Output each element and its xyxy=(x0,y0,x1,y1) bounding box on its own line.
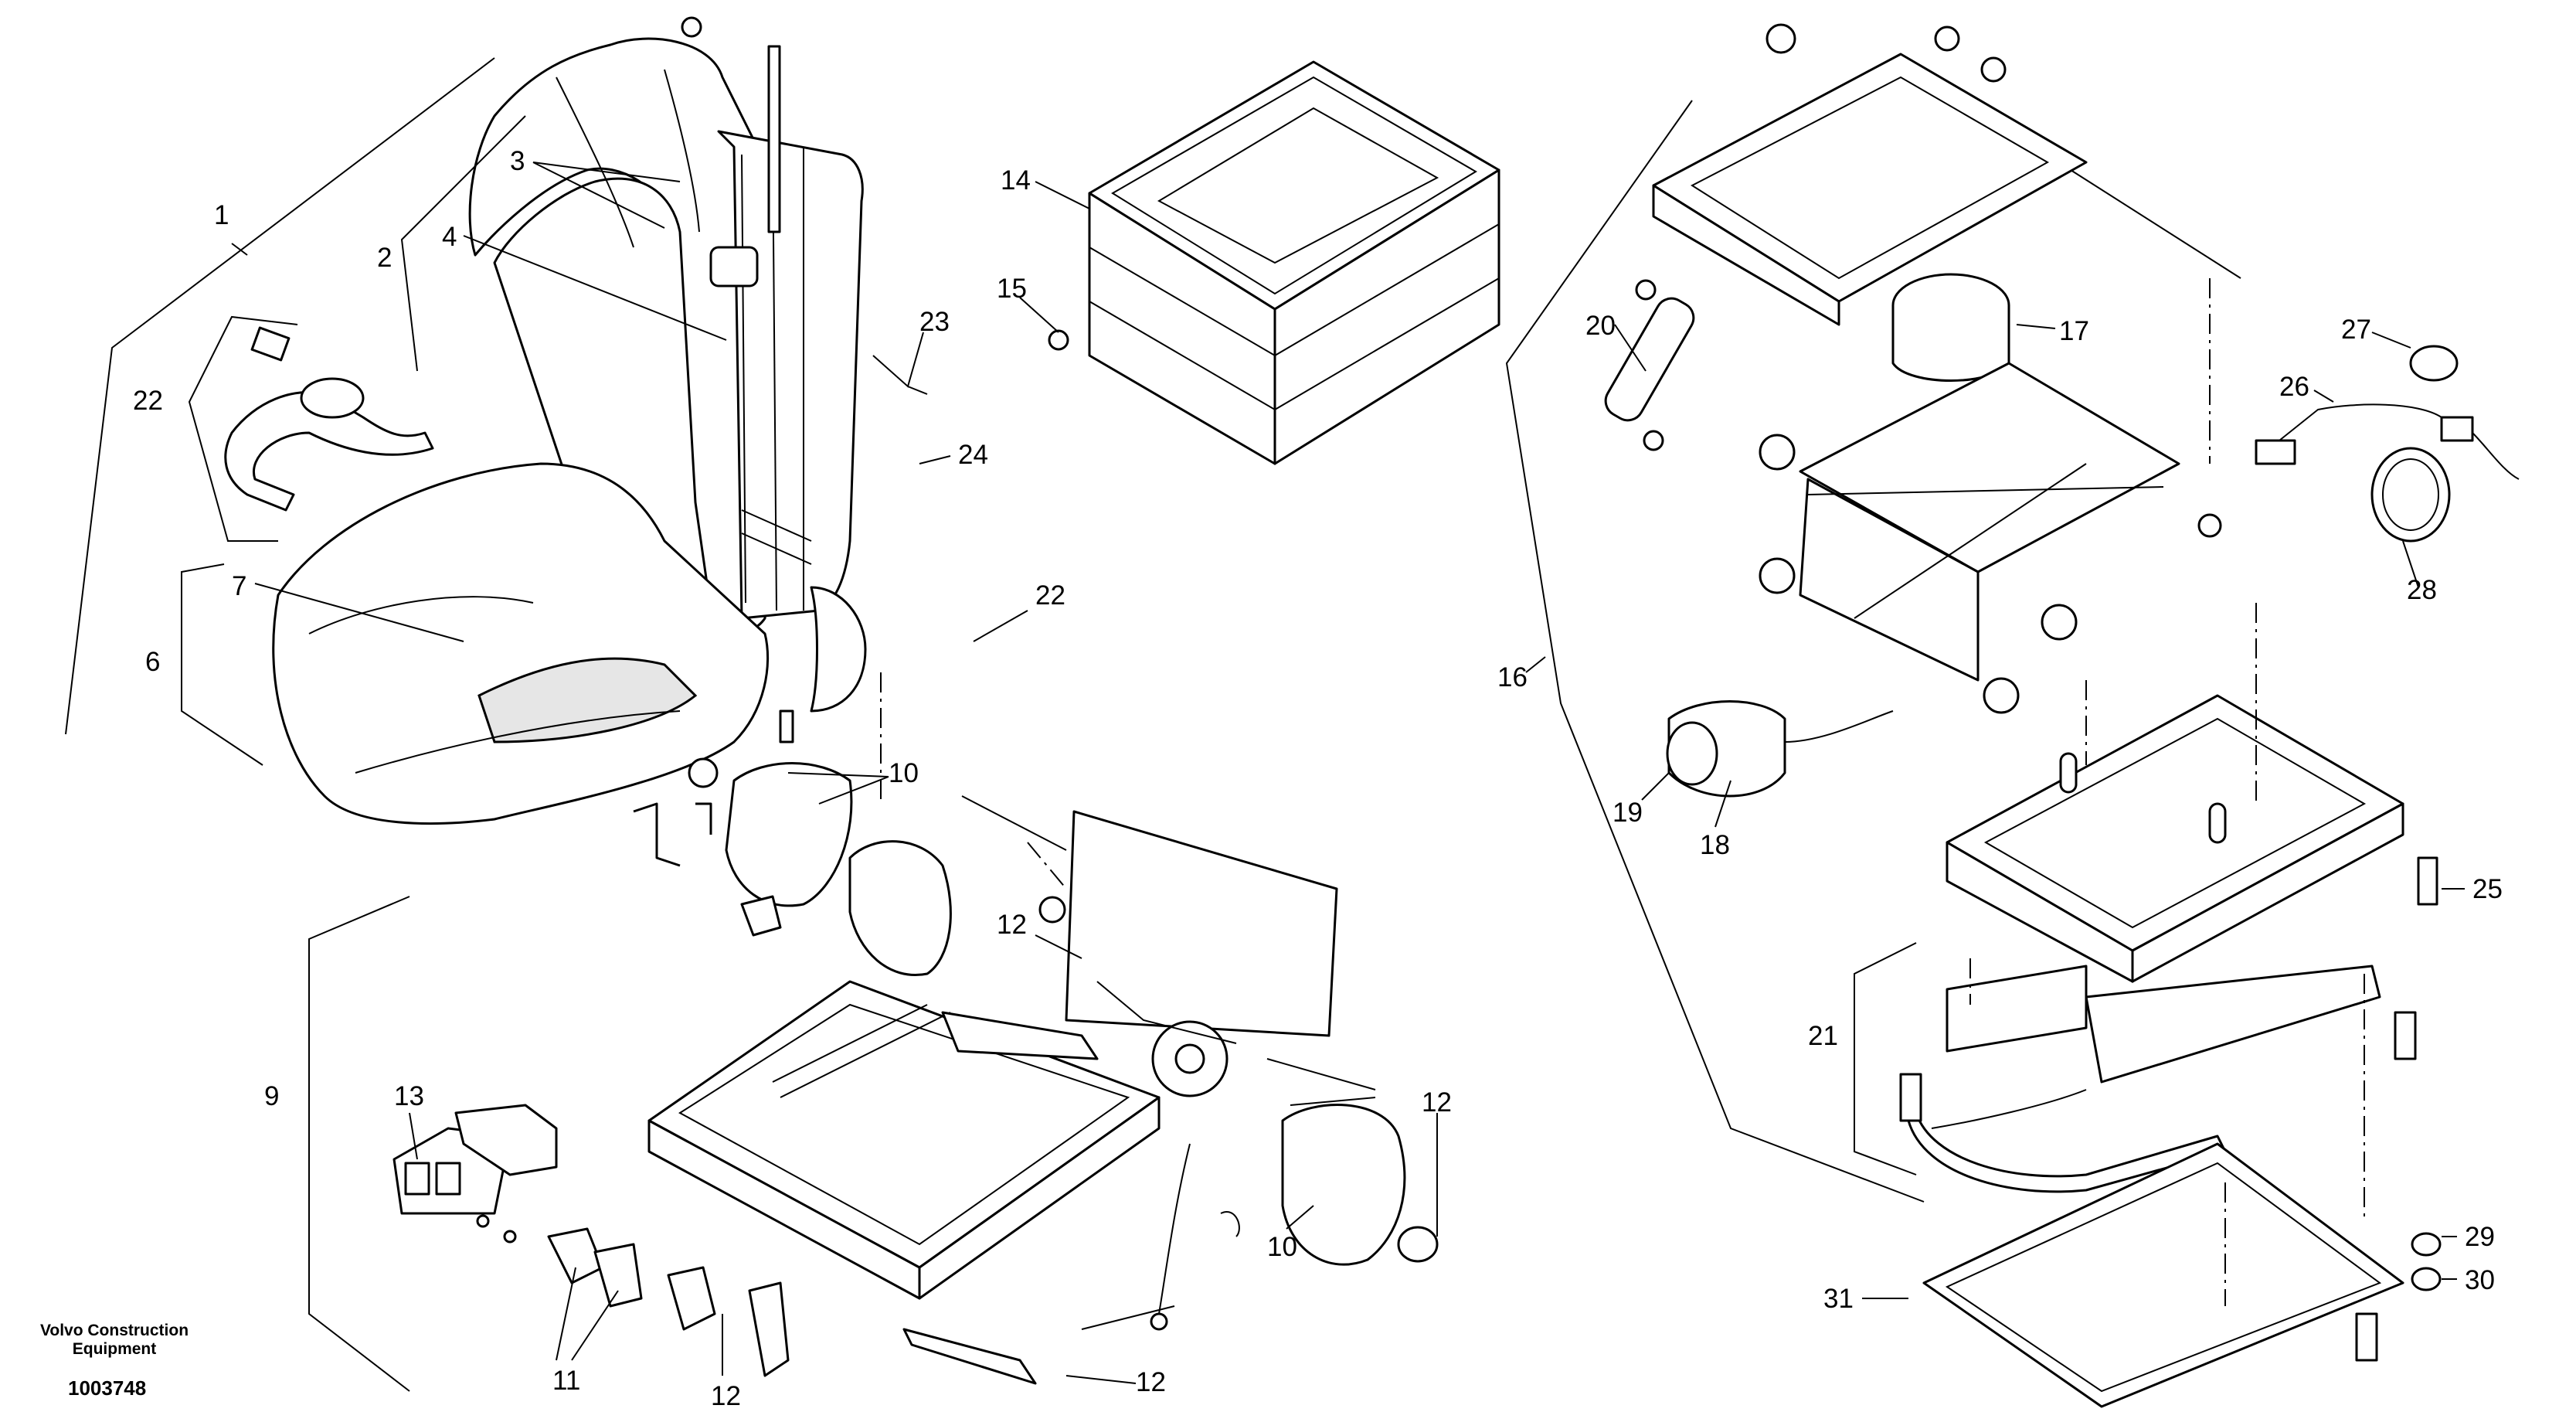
callout-12-bottom: 12 xyxy=(1136,1367,1166,1397)
handle-parts xyxy=(393,1104,790,1377)
maker-name-line1: Volvo Construction xyxy=(40,1322,189,1339)
callout-3: 3 xyxy=(510,146,525,176)
mounting-plate xyxy=(1922,1142,2442,1408)
callout-10-bottom: 10 xyxy=(1267,1232,1297,1262)
callout-1: 1 xyxy=(214,200,229,230)
recliner-parts xyxy=(633,757,1114,976)
slide-rails xyxy=(1899,965,2417,1193)
callout-15: 15 xyxy=(997,274,1027,304)
suspension-top-frame xyxy=(1652,23,2241,326)
air-spring xyxy=(1891,273,2010,382)
callout-21: 21 xyxy=(1808,1021,1838,1051)
callout-27: 27 xyxy=(2341,315,2371,345)
seat-base-plate xyxy=(1946,694,2438,983)
callout-12-left: 12 xyxy=(711,1381,741,1411)
callout-6: 6 xyxy=(145,647,160,677)
leader-lines xyxy=(65,57,2465,1392)
wiring-harness xyxy=(2255,345,2520,543)
callout-2: 2 xyxy=(377,243,392,273)
callout-14: 14 xyxy=(1001,165,1031,196)
callout-23: 23 xyxy=(919,307,950,337)
maker-name-line2: Equipment xyxy=(73,1340,157,1358)
callout-24: 24 xyxy=(958,440,988,470)
callout-13: 13 xyxy=(394,1081,424,1111)
callout-7: 7 xyxy=(232,571,246,601)
maker-block: Volvo Construction Equipment 1003748 xyxy=(40,1322,189,1400)
callout-30: 30 xyxy=(2465,1265,2495,1295)
scissor-mechanism xyxy=(1759,362,2222,714)
callout-20: 20 xyxy=(1585,311,1616,341)
assembly-lines xyxy=(880,278,2365,1306)
callout-labels: 1 2 3 4 6 7 9 10 10 11 12 12 12 12 13 14… xyxy=(133,146,2503,1411)
callout-19: 19 xyxy=(1613,798,1643,828)
compressor xyxy=(1666,700,1894,798)
callout-22-left: 22 xyxy=(133,386,163,416)
callout-9: 9 xyxy=(264,1081,279,1111)
callout-4: 4 xyxy=(442,222,457,252)
callout-25: 25 xyxy=(2472,874,2503,904)
callout-28: 28 xyxy=(2407,575,2437,605)
seat-cushion xyxy=(272,462,770,825)
side-cover xyxy=(902,1104,1439,1385)
callout-18: 18 xyxy=(1700,830,1730,860)
drawing-reference-number: 1003748 xyxy=(68,1376,146,1400)
callout-12-mid: 12 xyxy=(997,910,1027,940)
callout-12-right: 12 xyxy=(1422,1087,1452,1118)
callout-16: 16 xyxy=(1497,662,1528,692)
callout-31: 31 xyxy=(1823,1284,1854,1314)
callout-11: 11 xyxy=(552,1366,580,1396)
backrest xyxy=(468,16,867,743)
callout-10-top: 10 xyxy=(889,758,919,788)
seat-frame xyxy=(647,810,1338,1300)
callout-17: 17 xyxy=(2059,316,2089,346)
callout-26: 26 xyxy=(2279,372,2309,402)
shock-absorber xyxy=(1604,279,1695,451)
callout-29: 29 xyxy=(2465,1222,2495,1252)
seat-belt xyxy=(224,326,434,512)
callout-22-right: 22 xyxy=(1035,580,1065,611)
bellows xyxy=(1048,60,1500,465)
